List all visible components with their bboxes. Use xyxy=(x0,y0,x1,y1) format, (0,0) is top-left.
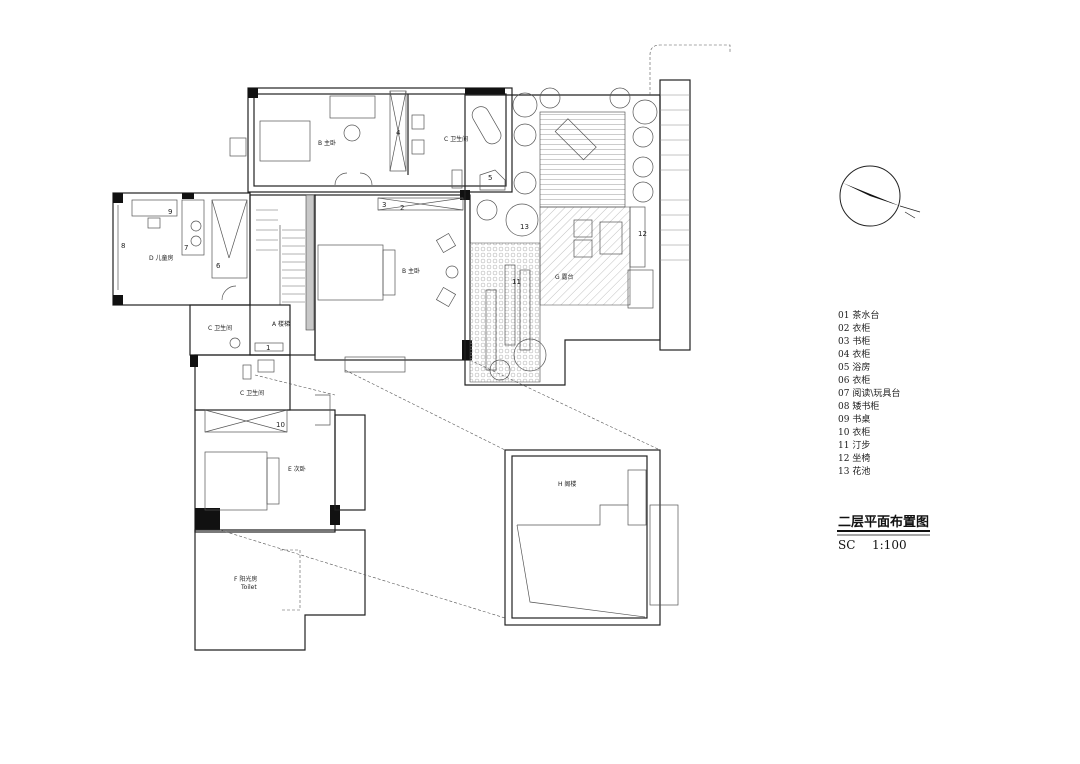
bench-12 xyxy=(629,206,646,268)
marker-11: 11 xyxy=(512,278,521,286)
room-label-terrace: G 露台 xyxy=(555,273,574,281)
legend-item: 03 书柜 xyxy=(838,335,870,347)
drawing-title: 二层平面布置图 xyxy=(838,514,929,530)
legend: 01 茶水台 02 衣柜 03 书柜 04 衣柜 05 浴房 06 衣柜 07 … xyxy=(838,309,900,477)
legend-item: 13 花池 xyxy=(838,465,870,477)
marker-8: 8 xyxy=(121,242,125,250)
wardrobe-2 xyxy=(377,197,464,211)
lounger xyxy=(554,118,597,161)
legend-item: 08 矮书柜 xyxy=(838,400,879,412)
kids-room xyxy=(112,192,251,306)
room-label-sunroom-sub: Toilet xyxy=(240,584,257,591)
legend-item: 05 浴房 xyxy=(838,361,870,373)
master-bedroom-lower xyxy=(314,190,472,373)
projection-lines xyxy=(219,359,661,619)
desk-9 xyxy=(131,199,178,217)
legend-item: 07 阅读\玩具台 xyxy=(838,387,900,399)
marker-9: 9 xyxy=(168,208,172,216)
exterior-stair xyxy=(649,44,731,351)
room-label-sunroom: F 阳光房 xyxy=(234,575,257,583)
wardrobe-6 xyxy=(211,199,248,279)
attic xyxy=(504,449,679,626)
stair-a xyxy=(249,194,316,356)
room-label-bath-master: C 卫生间 xyxy=(444,135,468,143)
wardrobe-10 xyxy=(204,409,288,433)
sunroom xyxy=(194,529,366,651)
room-label-second: E 次卧 xyxy=(288,465,306,473)
legend-item: 06 衣柜 xyxy=(838,374,870,386)
terrace xyxy=(464,87,661,386)
room-label-kids: D 儿童房 xyxy=(149,254,174,262)
wardrobe-4 xyxy=(389,90,407,172)
marker-7: 7 xyxy=(184,244,188,252)
marker-13: 13 xyxy=(520,223,529,231)
room-label-bath-lower: C 卫生间 xyxy=(240,389,264,397)
marker-3: 3 xyxy=(382,201,386,209)
round-table xyxy=(343,124,361,142)
trees xyxy=(476,87,658,381)
marker-6: 6 xyxy=(216,262,221,270)
bed xyxy=(317,244,384,301)
marker-2: 2 xyxy=(400,204,404,212)
bed xyxy=(259,120,311,162)
tea-counter-1 xyxy=(254,342,284,352)
north-arrow-icon xyxy=(839,165,921,227)
second-bedroom xyxy=(194,394,366,533)
marker-4: 4 xyxy=(396,129,401,137)
scale-code: SC xyxy=(838,538,855,552)
sofa xyxy=(329,95,376,119)
legend-item: 01 茶水台 xyxy=(838,309,879,321)
scale-ratio: 1:100 xyxy=(872,538,907,552)
room-label-attic: H 阁楼 xyxy=(558,480,576,488)
room-label-master-upper: B 主卧 xyxy=(318,139,336,147)
legend-item: 02 衣柜 xyxy=(838,322,870,334)
room-label-stair: A 楼梯 xyxy=(272,320,290,328)
room-label-master-lower: B 主卧 xyxy=(402,267,420,275)
legend-item: 09 书桌 xyxy=(838,413,870,425)
legend-item: 12 坐椅 xyxy=(838,452,870,464)
bed xyxy=(204,451,268,511)
marker-5: 5 xyxy=(488,174,492,182)
bathtub xyxy=(471,106,502,145)
legend-item: 10 衣柜 xyxy=(838,426,870,438)
marker-10: 10 xyxy=(276,421,285,429)
marker-12: 12 xyxy=(638,230,647,238)
legend-item: 04 衣柜 xyxy=(838,348,870,360)
legend-item: 11 汀步 xyxy=(838,440,870,451)
marker-1: 1 xyxy=(266,344,270,352)
room-label-bath-small: C 卫生间 xyxy=(208,324,232,332)
master-bedroom-upper xyxy=(229,87,513,193)
